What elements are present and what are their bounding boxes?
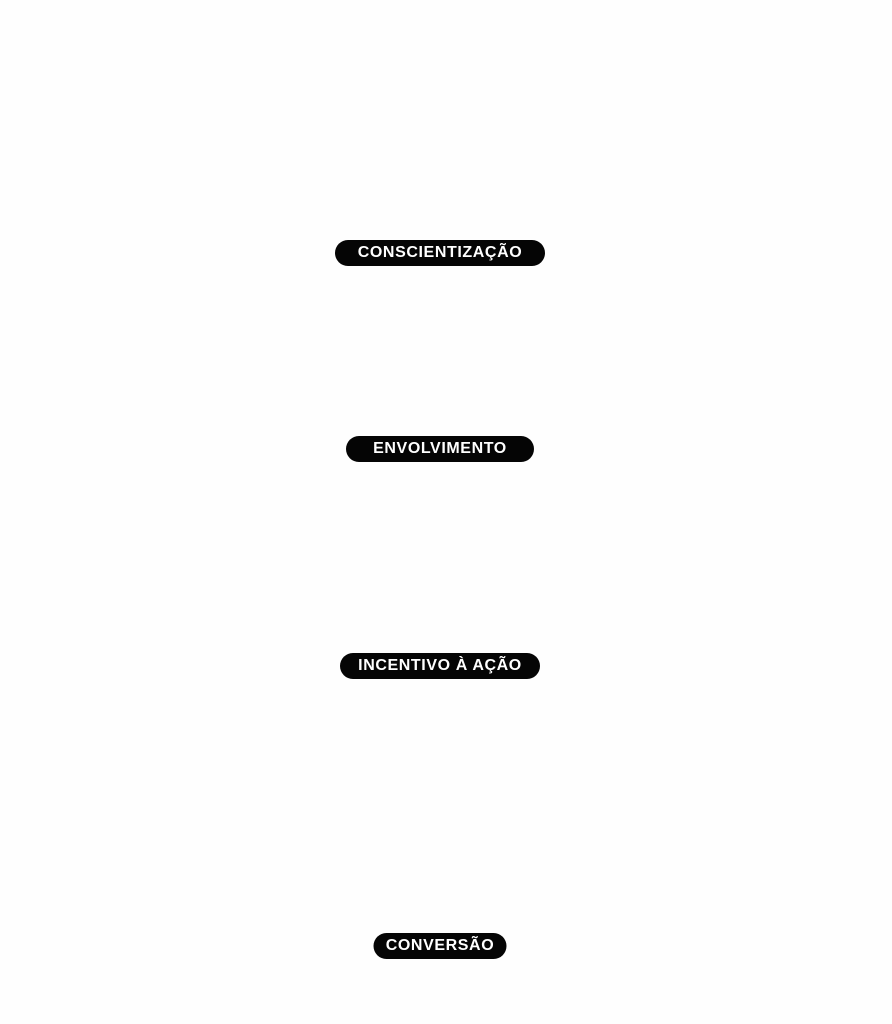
stage-pill-engagement: ENVOLVIMENTO [346,436,534,462]
stage-pill-awareness: CONSCIENTIZAÇÃO [335,240,545,266]
stage-pill-conversion: CONVERSÃO [373,933,507,959]
stage-pill-call-to-action: INCENTIVO À AÇÃO [340,653,540,679]
